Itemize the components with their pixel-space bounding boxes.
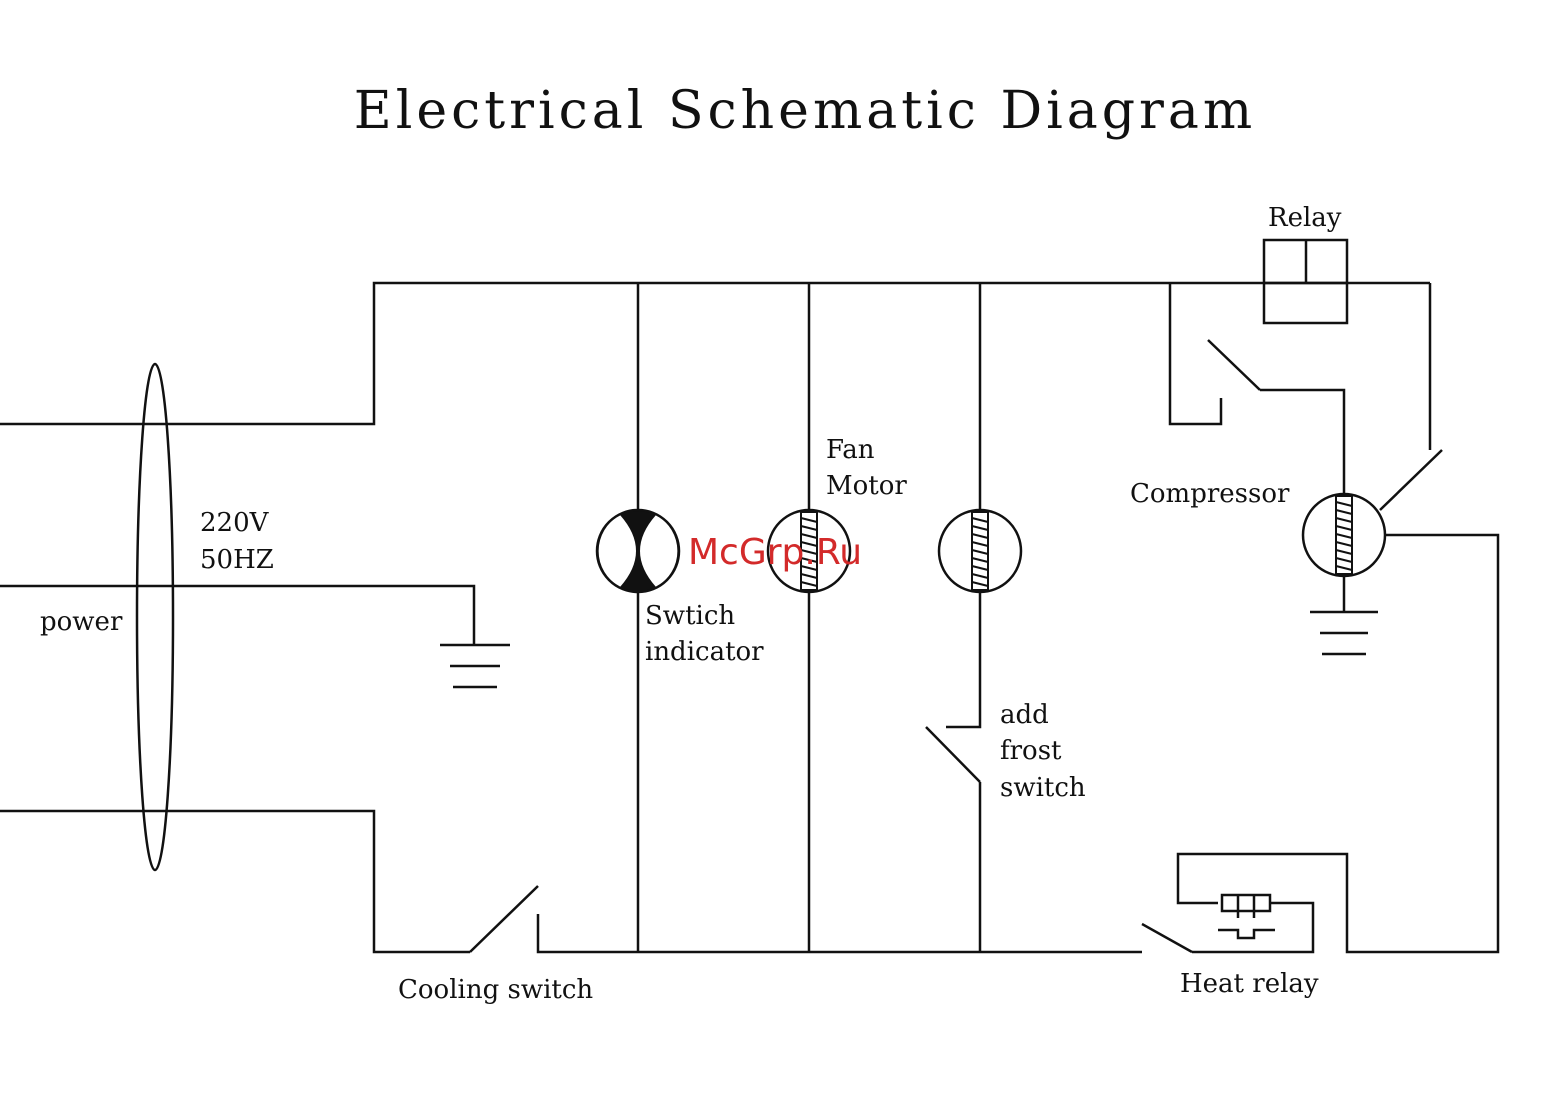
compressor-ground-icon bbox=[1310, 576, 1378, 654]
fan-motor-label-2: Motor bbox=[826, 471, 907, 501]
compressor-icon bbox=[1178, 450, 1498, 952]
switch-indicator-label-2: indicator bbox=[645, 637, 764, 667]
branch-defrost bbox=[926, 283, 980, 952]
power-cable-ellipse bbox=[137, 364, 173, 870]
voltage-label: 220V bbox=[200, 508, 270, 538]
compressor-label: Compressor bbox=[1130, 479, 1290, 509]
diagram-title: Electrical Schematic Diagram bbox=[354, 81, 1256, 141]
watermark: McGrp.Ru bbox=[688, 532, 862, 573]
switch-indicator-label-1: Swtich bbox=[645, 601, 735, 631]
frequency-label: 50HZ bbox=[200, 545, 274, 575]
relay-icon bbox=[1264, 240, 1347, 323]
add-frost-switch-label-1: add bbox=[1000, 700, 1049, 730]
relay-label: Relay bbox=[1268, 203, 1342, 233]
add-frost-switch-label-2: frost bbox=[1000, 736, 1062, 766]
heat-relay-label: Heat relay bbox=[1180, 969, 1319, 999]
cooling-switch-blade bbox=[470, 886, 538, 952]
fan-motor-label-1: Fan bbox=[826, 435, 875, 465]
switch-indicator-lamp-icon bbox=[597, 510, 679, 592]
cooling-switch-label: Cooling switch bbox=[398, 975, 593, 1005]
heat-relay-icon bbox=[1142, 895, 1313, 952]
relay-contact bbox=[1170, 283, 1344, 495]
add-frost-switch-label-3: switch bbox=[1000, 773, 1086, 803]
defrost-heater-icon bbox=[939, 510, 1021, 592]
bottom-bus bbox=[0, 811, 1142, 952]
power-label: power bbox=[40, 607, 123, 637]
add-frost-switch-blade bbox=[926, 727, 980, 782]
